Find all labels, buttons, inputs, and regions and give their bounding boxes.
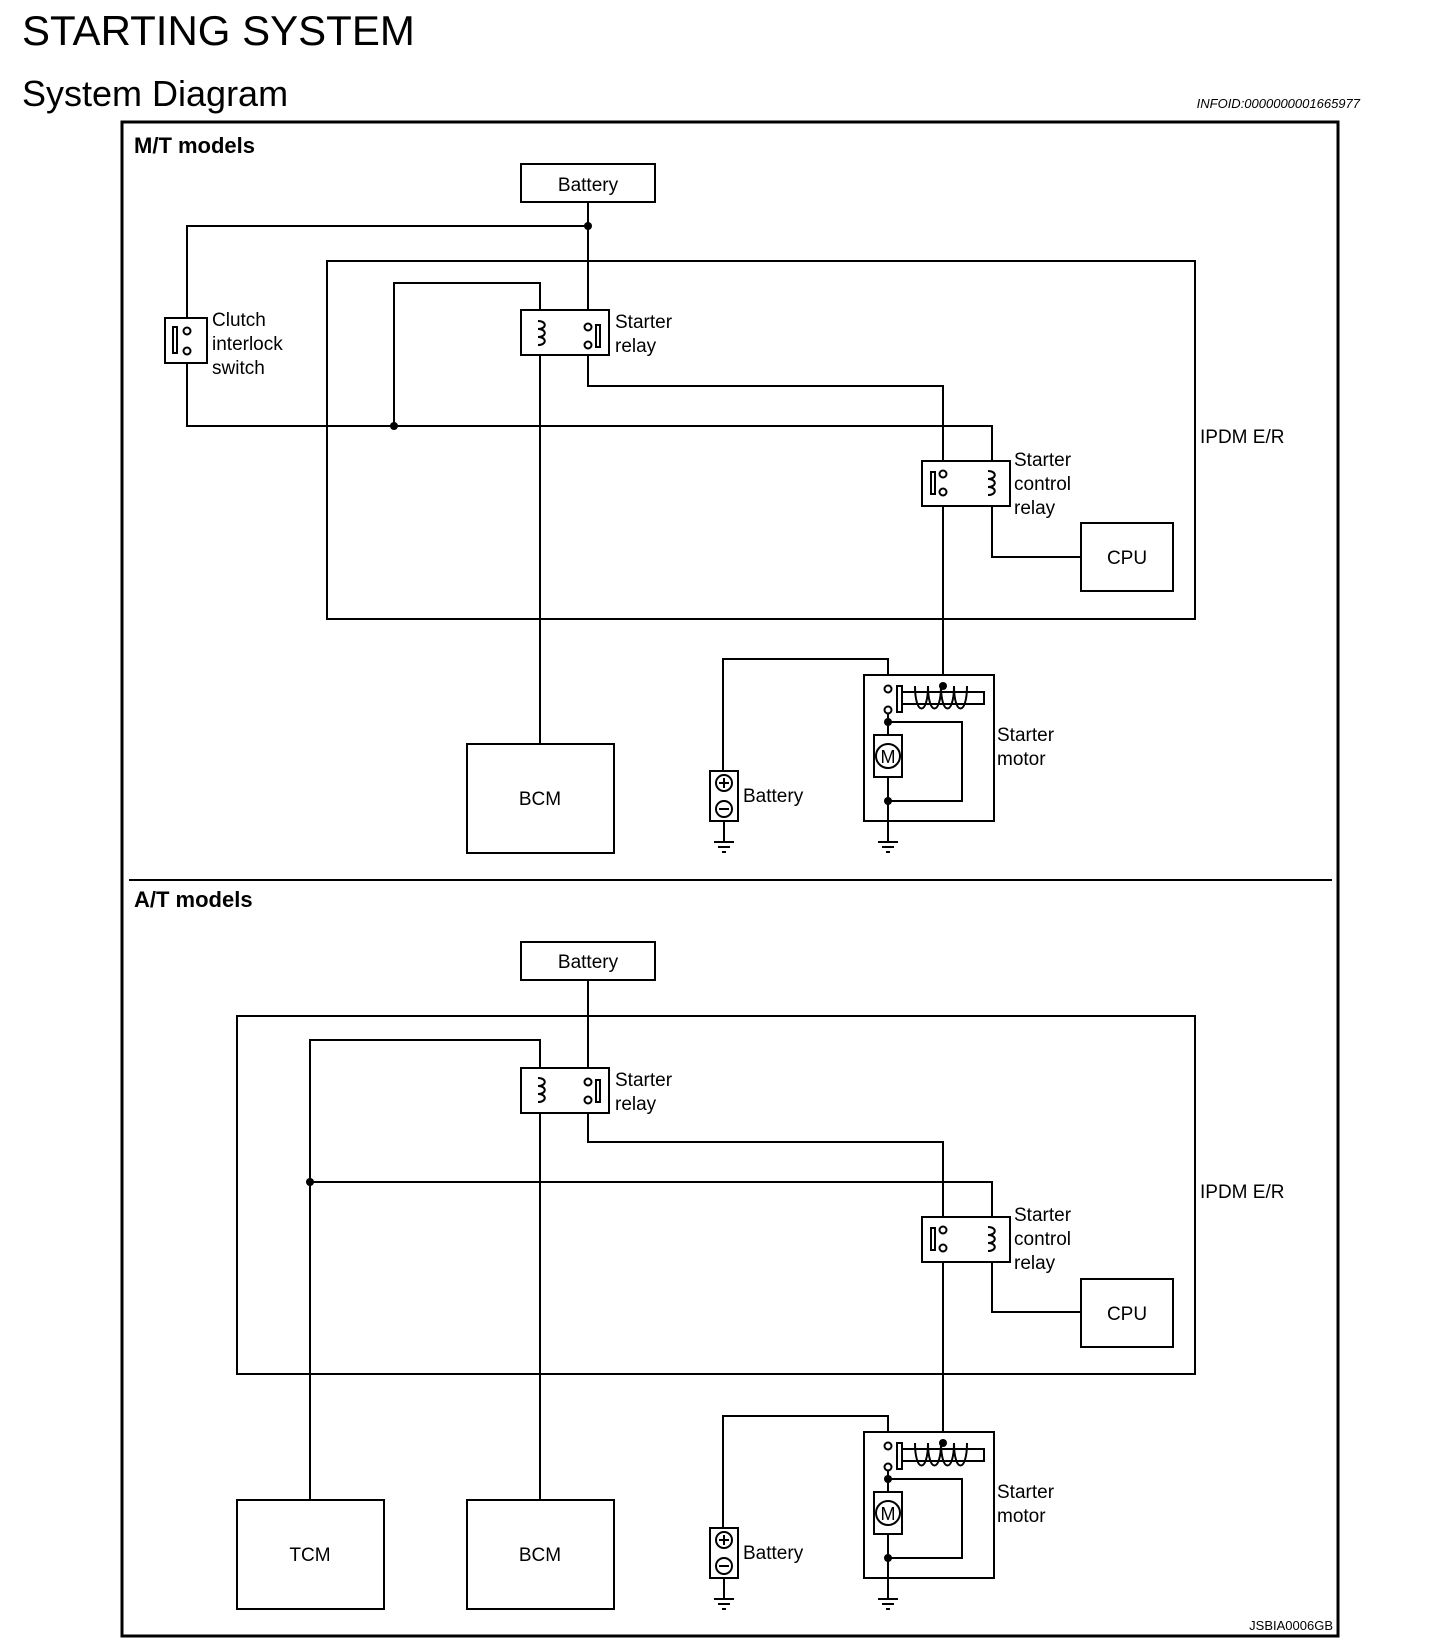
at-cpu-label: CPU [1107,1304,1147,1325]
at-starter-motor-label-1: Starter [997,1482,1055,1503]
at-motor-symbol: M [881,1504,896,1524]
mt-bcm-label: BCM [519,789,561,810]
mt-models-diagram: M/T models IPDM E/R Battery Clutch inter… [134,133,1284,854]
mt-control-relay-label-2: control [1014,474,1071,495]
diagram-frame [120,120,1340,1638]
mt-starter-motor-label-1: Starter [997,725,1055,746]
at-cpu-box [1080,1278,1174,1348]
mt-cpu-label: CPU [1107,548,1147,569]
at-tcm-box [236,1499,385,1610]
at-tcm-label: TCM [289,1545,330,1566]
at-header: A/T models [134,887,253,912]
at-starter-relay [520,1067,610,1114]
mt-ipdm-box [326,260,1196,620]
at-ipdm-box [236,1015,1196,1375]
mt-control-relay-label-3: relay [1014,498,1056,519]
mt-starter-relay [520,309,610,356]
mt-starter-motor-label-2: motor [997,749,1046,770]
mt-motor-symbol: M [881,747,896,767]
at-control-relay-label-3: relay [1014,1253,1056,1274]
mt-starter-relay-label-1: Starter [615,312,673,333]
at-starter-motor-label-2: motor [997,1506,1046,1527]
at-bcm-box [466,1499,615,1610]
mt-battery-label: Battery [558,175,619,196]
figure-code: JSBIA0006GB [1249,1618,1333,1633]
at-battery-label: Battery [558,952,619,973]
at-bcm-label: BCM [519,1545,561,1566]
mt-cpu-box [1080,522,1174,592]
mt-control-relay-label-1: Starter [1014,450,1072,471]
mt-clutch-switch [164,317,208,364]
at-starter-relay-label-1: Starter [615,1070,673,1091]
mt-bcm-box [466,743,615,854]
mt-ipdm-label: IPDM E/R [1200,427,1284,448]
at-battery-box [520,941,656,981]
mt-clutch-label-3: switch [212,358,265,379]
section-title: System Diagram [22,73,289,114]
mt-battery-box [520,163,656,203]
mt-header: M/T models [134,133,255,158]
mt-battery2-label: Battery [743,786,804,807]
at-control-relay-label-1: Starter [1014,1205,1072,1226]
page-title: STARTING SYSTEM [22,7,415,54]
at-ipdm-label: IPDM E/R [1200,1182,1284,1203]
mt-clutch-label-2: interlock [212,334,283,355]
at-models-diagram: A/T models IPDM E/R Battery Starter rela… [134,887,1284,1610]
at-control-relay-label-2: control [1014,1229,1071,1250]
at-starter-relay-label-2: relay [615,1094,657,1115]
at-battery2-label: Battery [743,1543,804,1564]
info-id: INFOID:0000000001665977 [1196,96,1360,111]
mt-starter-relay-label-2: relay [615,336,657,357]
mt-clutch-label-1: Clutch [212,310,266,331]
